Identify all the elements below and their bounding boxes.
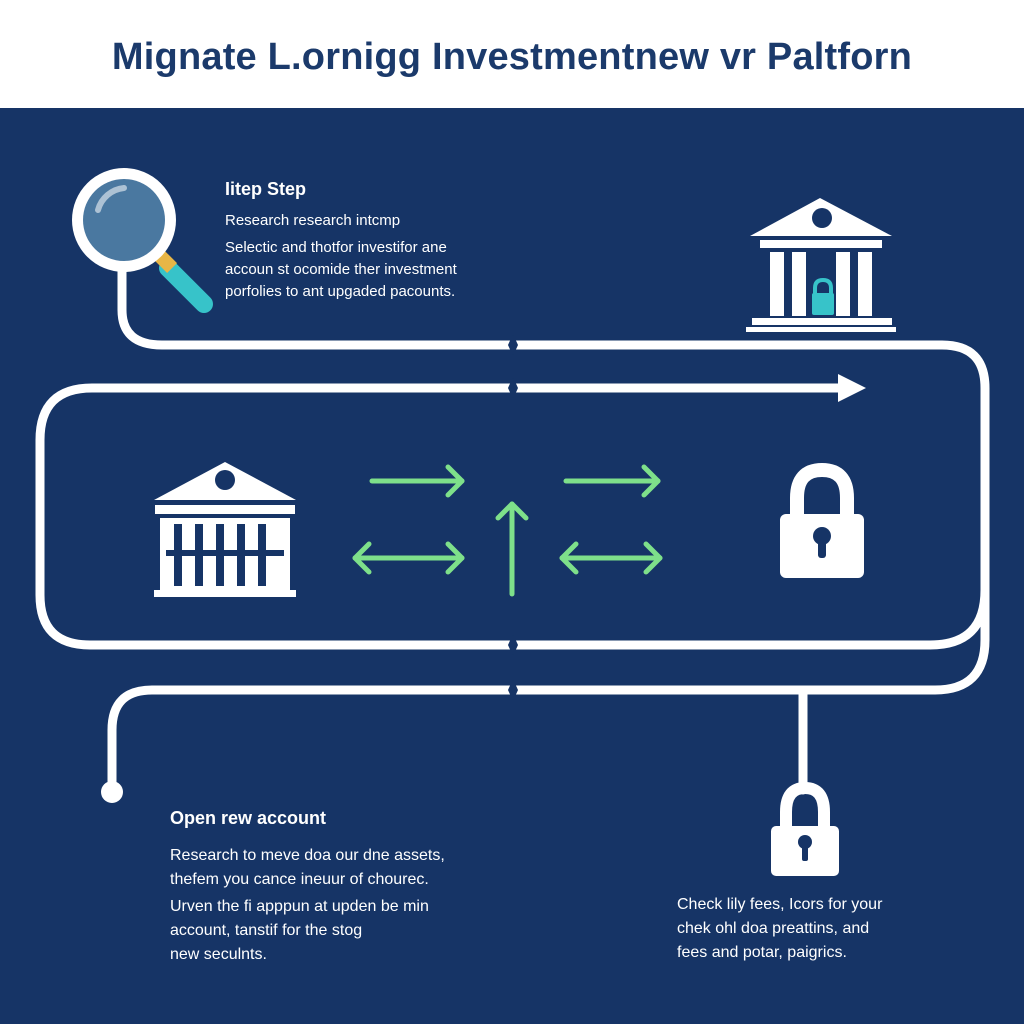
flow-path: [35, 265, 990, 795]
lock-icon: [780, 462, 864, 578]
transfer-arrow-icon: [369, 464, 465, 498]
text-line: fees and potar, paigrics.: [677, 944, 847, 961]
small-lock-icon: [812, 277, 834, 315]
magnifier-icon: [72, 168, 213, 313]
transfer-arrow-icon: [563, 464, 661, 498]
flow-arrowhead-icon: [838, 374, 866, 402]
step2-para2: Urven the fi apppun at upden be min acco…: [170, 895, 429, 967]
step2-para1: Research to meve doa our dne assets, the…: [170, 844, 445, 892]
text-line: porfolies to ant upgaded pacounts.: [225, 283, 456, 300]
step1-body: Selectic and thotfor investifor ane acco…: [225, 237, 457, 303]
junction-marks: [508, 334, 518, 701]
step1-subheading: Research research intcmp: [225, 212, 401, 229]
transfer-arrow-icon: [559, 541, 663, 575]
text-line: accoun st ocomide ther investment: [225, 261, 457, 278]
step3-body: Check lily fees, Icors for your chek ohl…: [677, 893, 882, 965]
text-line: Research to meve doa our dne assets,: [170, 847, 445, 864]
lock-icon: [771, 781, 839, 876]
up-arrow-icon: [495, 501, 529, 597]
step1-heading: Iitep Step: [225, 179, 307, 199]
text-line: Selectic and thotfor investifor ane: [225, 239, 447, 256]
header-bar: Mignate L.ornigg Investmentnew vr Paltfo…: [0, 0, 1024, 108]
transfer-arrow-icon: [352, 541, 465, 575]
text-line: chek ohl doa preattins, and: [677, 920, 870, 937]
bank-icon: [746, 198, 896, 332]
text-line: account, tanstif for the stog: [170, 922, 363, 939]
bank-columns: [166, 524, 284, 586]
flow-end-dot: [101, 781, 123, 803]
text-line: new seculnts.: [170, 946, 267, 963]
page-title: Mignate L.ornigg Investmentnew vr Paltfo…: [111, 36, 913, 78]
text-line: thefem you cance ineuur of chourec.: [170, 871, 429, 888]
text-line: Check lily fees, Icors for your: [677, 896, 883, 913]
text-line: Urven the fi apppun at upden be min: [170, 898, 429, 915]
step2-heading: Open rew account: [170, 808, 327, 828]
